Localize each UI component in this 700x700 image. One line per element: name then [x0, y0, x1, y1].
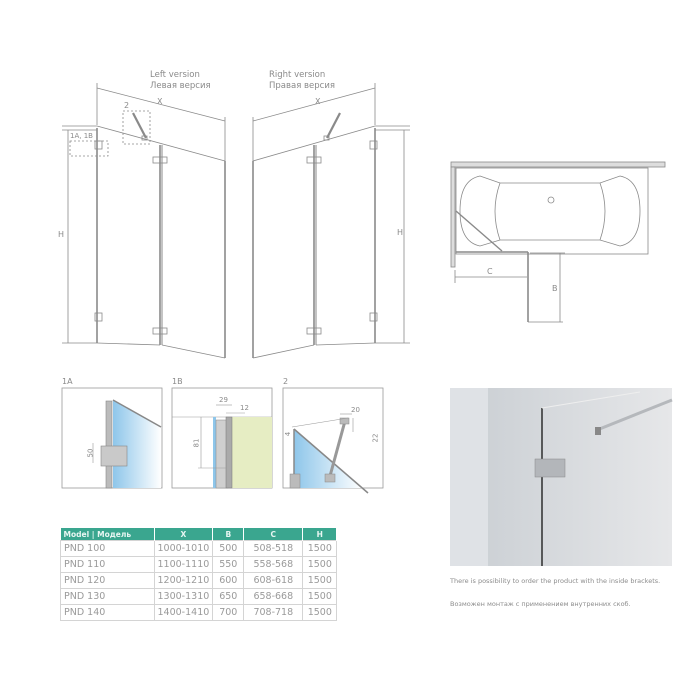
left-dim-x: X: [157, 97, 163, 106]
cell-model: PND 130: [60, 588, 155, 605]
plan-dim-b: B: [552, 284, 558, 293]
cell-x: 1200-1210: [153, 572, 214, 589]
cell-c: 658-668: [243, 588, 304, 605]
detail-2-label: 2: [283, 377, 289, 386]
callout-detail-2: 2: [124, 101, 130, 110]
left-dim-h: H: [58, 230, 65, 239]
note-en: There is possibility to order the produc…: [450, 577, 661, 585]
detail-2-drawing: [282, 387, 384, 494]
cell-x: 1400-1410: [153, 604, 214, 621]
cell-b: 650: [212, 588, 245, 605]
cell-b: 600: [212, 572, 245, 589]
detail-2-dim-22: 22: [371, 433, 380, 443]
right-version-ru: Правая версия: [269, 81, 335, 91]
left-version-en: Left version: [150, 70, 200, 80]
cell-x: 1000-1010: [153, 540, 214, 557]
cell-c: 558-568: [243, 556, 304, 573]
cell-c: 708-718: [243, 604, 304, 621]
table-row: PND 140 1400-1410 700 708-718 1500: [60, 604, 338, 621]
right-version-title: Right version Правая версия: [269, 70, 335, 92]
detail-1a-label: 1A: [62, 377, 73, 386]
detail-1b-dim-81: 81: [192, 438, 201, 448]
right-version-en: Right version: [269, 70, 326, 80]
cell-c: 608-618: [243, 572, 304, 589]
detail-1b-dim-29: 29: [219, 396, 228, 404]
col-c: C: [243, 528, 304, 541]
detail-1b-label: 1B: [172, 377, 183, 386]
left-version-title: Left version Левая версия: [150, 70, 211, 92]
col-x: X: [154, 528, 214, 541]
plan-dim-c: C: [487, 267, 493, 276]
cell-model: PND 100: [60, 540, 155, 557]
detail-2-dim-4: 4: [284, 431, 293, 437]
cell-x: 1100-1110: [153, 556, 214, 573]
cell-b: 700: [212, 604, 245, 621]
detail-2-dim-20: 20: [351, 406, 360, 414]
note-ru: Возможен монтаж с применением внутренних…: [450, 600, 631, 608]
left-version-drawing: [62, 83, 226, 359]
right-dim-x: X: [315, 97, 321, 106]
cell-model: PND 110: [60, 556, 155, 573]
cell-h: 1500: [302, 572, 338, 589]
cell-x: 1300-1310: [153, 588, 214, 605]
col-model: Model | Модель: [60, 528, 155, 541]
cell-h: 1500: [302, 604, 338, 621]
cell-model: PND 120: [60, 572, 155, 589]
right-dim-h: H: [397, 228, 404, 237]
bathtub-plan: [450, 161, 666, 323]
dimensions-table: Model | Модель X B C H PND 100 1000-1010…: [60, 528, 338, 621]
table-row: PND 120 1200-1210 600 608-618 1500: [60, 572, 338, 589]
callout-brackets: 1A, 1B: [70, 132, 93, 140]
product-photo: [450, 388, 673, 566]
col-h: H: [302, 528, 338, 541]
cell-h: 1500: [302, 556, 338, 573]
left-version-ru: Левая версия: [150, 81, 211, 91]
table-row: PND 100 1000-1010 500 508-518 1500: [60, 540, 338, 557]
cell-b: 550: [212, 556, 245, 573]
cell-h: 1500: [302, 588, 338, 605]
table-header-row: Model | Модель X B C H: [60, 528, 338, 541]
cell-b: 500: [212, 540, 245, 557]
detail-1a-dim: 50: [86, 448, 95, 458]
right-version-drawing: [252, 83, 410, 359]
cell-model: PND 140: [60, 604, 155, 621]
cell-h: 1500: [302, 540, 338, 557]
cell-c: 508-518: [243, 540, 304, 557]
table-row: PND 110 1100-1110 550 558-568 1500: [60, 556, 338, 573]
col-b: B: [212, 528, 245, 541]
detail-1a-drawing: [61, 387, 163, 489]
table-row: PND 130 1300-1310 650 658-668 1500: [60, 588, 338, 605]
detail-1b-drawing: [171, 387, 273, 489]
detail-1b-dim-12: 12: [240, 404, 249, 412]
